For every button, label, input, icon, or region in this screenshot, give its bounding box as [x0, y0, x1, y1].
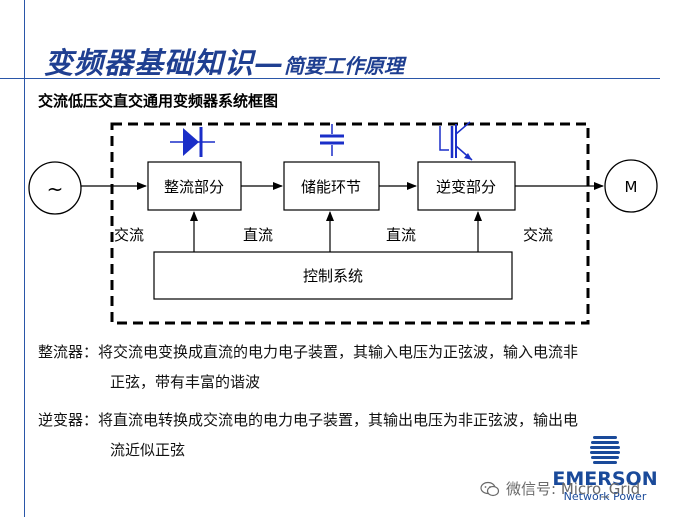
watermark-text: 微信号: Micro_Grid	[506, 480, 641, 498]
ac-in-label: 交流	[114, 226, 144, 244]
control-block	[153, 251, 513, 300]
title-sub: 简要工作原理	[284, 54, 405, 78]
inverter-desc-line1: 将直流电转换成交流电的电力电子装置，其输出电压为非正弦波，输出电	[98, 411, 579, 429]
title-main: 变频器基础知识	[44, 46, 255, 80]
inverter-term: 逆变器：	[38, 411, 99, 429]
storage-label: 储能环节	[301, 178, 361, 196]
ac-source-symbol: ~	[47, 177, 64, 201]
inverter-desc-line2: 流近似正弦	[110, 441, 186, 459]
rectifier-block	[147, 161, 242, 211]
diagram-subtitle: 交流低压交直交通用变频器系统框图	[38, 92, 279, 110]
control-label: 控制系统	[303, 267, 363, 285]
inverter-label: 逆变部分	[436, 178, 496, 196]
rectifier-desc-line1: 将交流电变换成直流的电力电子装置，其输入电压为正弦波，输入电流非	[98, 343, 579, 361]
rectifier-term: 整流器：	[38, 343, 99, 361]
motor-label: M	[625, 178, 638, 196]
inverter-block	[417, 161, 516, 211]
ac-source-circle	[28, 161, 82, 215]
inverter-description: 逆变器：将直流电转换成交流电的电力电子装置，其输出电压为非正弦波，输出电 流近似…	[38, 405, 678, 465]
dc1-label: 直流	[243, 226, 273, 244]
left-vertical-rule	[24, 0, 25, 517]
dc2-label: 直流	[386, 226, 416, 244]
ac-out-label: 交流	[523, 226, 553, 244]
igbt-icon	[439, 121, 473, 161]
title-underline-rule	[0, 78, 660, 79]
rectifier-desc-line2: 正弦，带有丰富的谐波	[110, 373, 261, 391]
motor-circle	[604, 159, 658, 213]
title-dash: —	[254, 46, 285, 80]
capacitor-icon	[320, 124, 344, 156]
wechat-watermark: 微信号: Micro_Grid	[480, 478, 640, 499]
dashed-boundary	[110, 122, 590, 325]
logo-brand: EMERSON	[552, 468, 657, 490]
emerson-logo: EMERSON Network Power	[552, 436, 658, 503]
wechat-icon	[480, 481, 500, 497]
emerson-globe-icon	[590, 436, 620, 464]
slide-title: 变频器基础知识—简要工作原理	[44, 40, 404, 82]
logo-tagline: Network Power	[564, 490, 647, 503]
rectifier-label: 整流部分	[164, 178, 224, 196]
rectifier-description: 整流器：将交流电变换成直流的电力电子装置，其输入电压为正弦波，输入电流非 正弦，…	[38, 337, 678, 397]
diode-icon	[170, 127, 215, 157]
storage-block	[283, 161, 380, 211]
